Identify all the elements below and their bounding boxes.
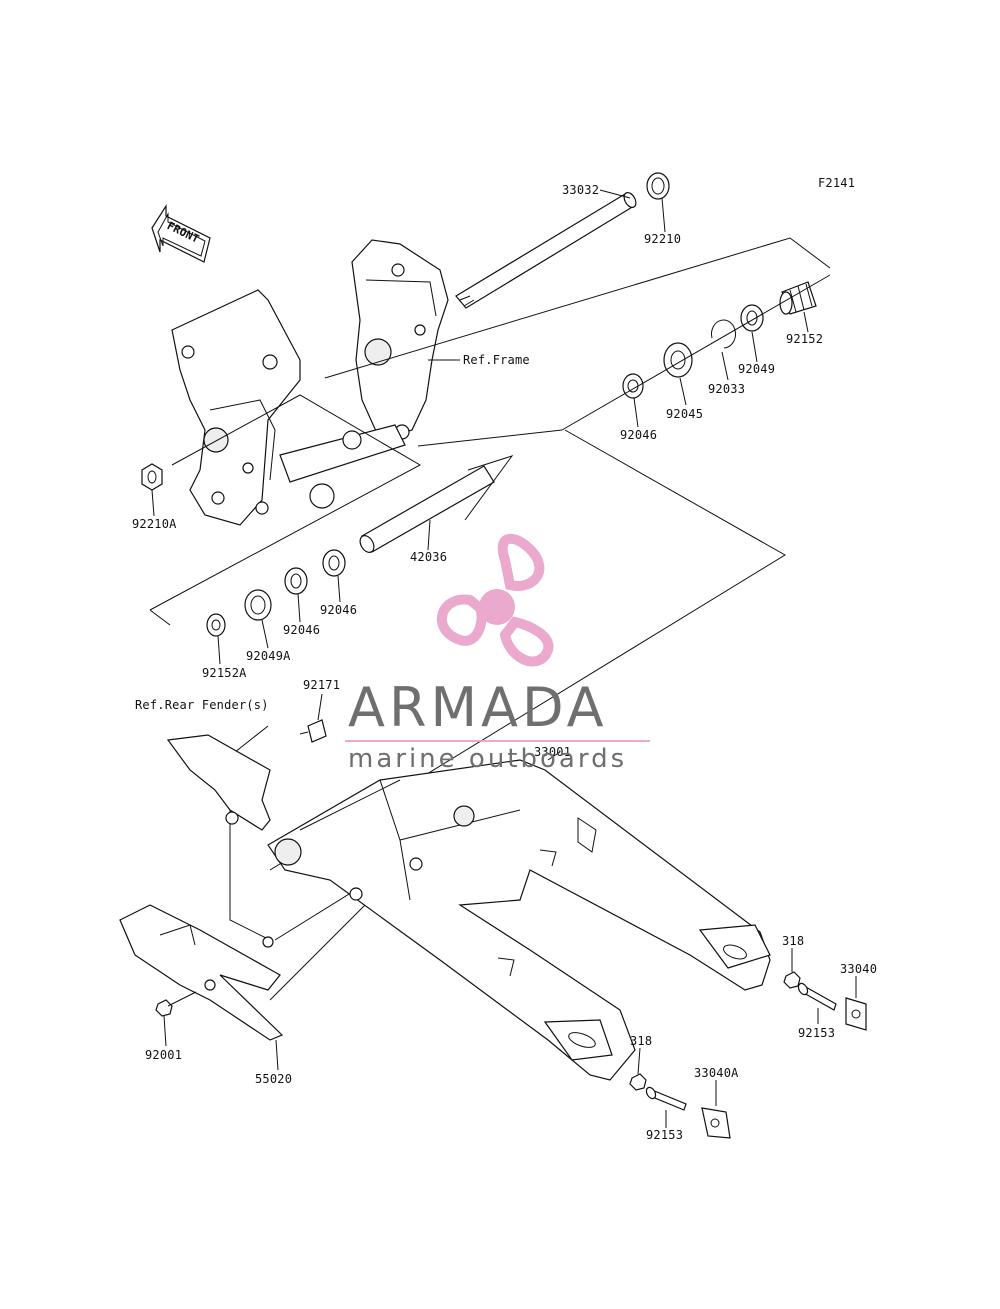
- watermark-logo-icon: [345, 533, 650, 742]
- bolt-92153-lower: [645, 1086, 687, 1111]
- collar-92210: [646, 172, 670, 200]
- needle-bearing-92046-top: [622, 373, 644, 399]
- bolt-92153-right: [797, 982, 837, 1011]
- part-92001-label: 92001: [145, 1048, 183, 1062]
- part-33001-label: 33001: [534, 745, 572, 759]
- part-318-lower-label: 318: [630, 1034, 653, 1048]
- part-33040-label: 33040: [840, 962, 878, 976]
- oil-seal-92049A: [244, 589, 272, 621]
- ball-bearing-92045: [663, 342, 693, 378]
- part-92046-a-label: 92046: [320, 603, 358, 617]
- nut-318-right: [783, 971, 801, 989]
- clip-92171: [299, 719, 327, 743]
- part-92046-b-label: 92046: [283, 623, 321, 637]
- front-arrow-icon: [151, 203, 211, 263]
- part-92153-right-label: 92153: [798, 1026, 836, 1040]
- part-33040A-label: 33040A: [694, 1066, 739, 1080]
- needle-bearing-92046-b: [284, 567, 308, 595]
- part-318-right-label: 318: [782, 934, 805, 948]
- part-92046-top-label: 92046: [620, 428, 658, 442]
- part-92210A-label: 92210A: [132, 517, 177, 531]
- nut-92210A: [141, 463, 163, 491]
- part-55020-label: 55020: [255, 1072, 293, 1086]
- part-33032-label: 33032: [562, 183, 600, 197]
- circlip-92033: [711, 319, 736, 349]
- oil-seal-92049: [740, 304, 764, 332]
- chain-guard-55020: [119, 904, 284, 1041]
- part-92210-label: 92210: [644, 232, 682, 246]
- leader-lines: [151, 189, 857, 1128]
- rear-fender-ref: [166, 734, 271, 831]
- dust-cap-92152: [779, 281, 817, 315]
- watermark-subtitle: marine outboards: [348, 744, 628, 774]
- ref-frame-label: Ref.Frame: [463, 353, 530, 367]
- part-92049-label: 92049: [738, 362, 776, 376]
- frame-left-plate: [171, 289, 301, 526]
- part-92152-label: 92152: [786, 332, 824, 346]
- sleeve-42036: [359, 465, 495, 553]
- part-92153-lower-label: 92153: [646, 1128, 684, 1142]
- adjuster-33040A: [701, 1107, 731, 1139]
- ref-rear-fender-label: Ref.Rear Fender(s): [135, 698, 269, 712]
- adjuster-33040: [845, 997, 867, 1031]
- part-92171-label: 92171: [303, 678, 341, 692]
- dust-cap-92152A: [206, 613, 226, 637]
- part-92152A-label: 92152A: [202, 666, 247, 680]
- figure-code: F2141: [818, 176, 856, 190]
- part-42036-label: 42036: [410, 550, 448, 564]
- watermark-title: ARMADA: [348, 676, 608, 739]
- frame-cross-tube: [279, 424, 406, 509]
- frame-right-plate: [351, 239, 449, 441]
- part-92033-label: 92033: [708, 382, 746, 396]
- pivot-shaft: [455, 192, 637, 309]
- needle-bearing-92046-a: [322, 549, 346, 577]
- swingarm-33001: [267, 759, 771, 1081]
- bolt-92001: [155, 991, 197, 1017]
- nut-318-lower: [629, 1073, 647, 1091]
- part-92045-label: 92045: [666, 407, 704, 421]
- part-92049A-label: 92049A: [246, 649, 291, 663]
